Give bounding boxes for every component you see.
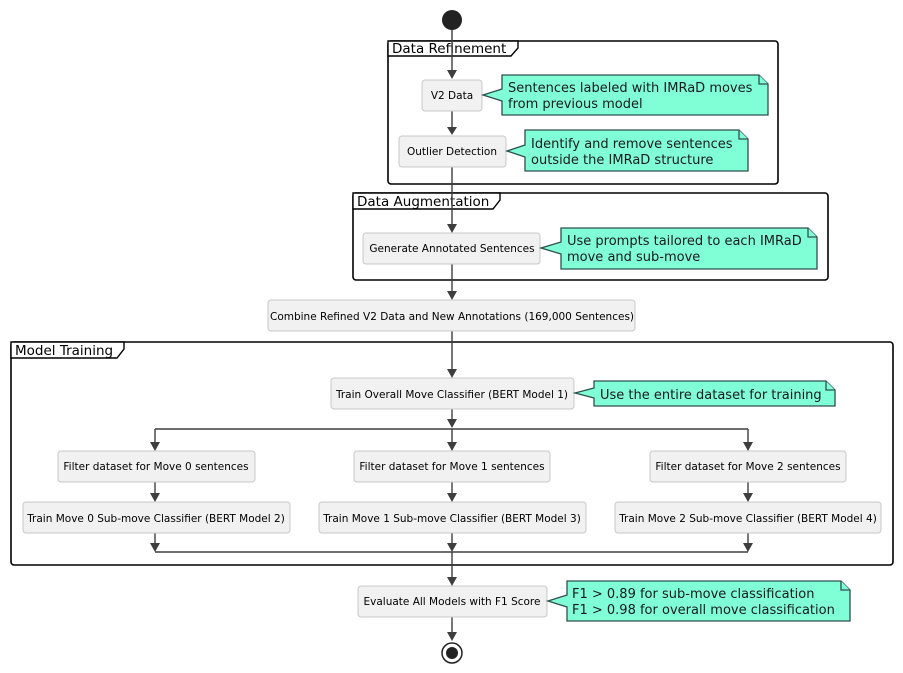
frame-data-refinement: Data Refinement [387,40,779,185]
frame-title-augmentation: Data Augmentation [357,194,489,210]
start-node [442,10,462,30]
activity-train-overall: Train Overall Move Classifier (BERT Mode… [330,377,575,410]
flow-edges [150,30,753,641]
frame-title-training: Model Training [15,343,113,359]
activity-train-move1: Train Move 1 Sub-move Classifier (BERT M… [318,501,587,534]
note-outlier: Identify and remove sentences outside th… [504,129,749,172]
activity-label: Train Move 0 Sub-move Classifier (BERT M… [26,513,285,525]
note-line: from previous model [508,97,643,112]
activity-label: Train Overall Move Classifier (BERT Mode… [335,389,568,401]
activity-filter-move2: Filter dataset for Move 2 sentences [649,450,847,483]
activity-label: Filter dataset for Move 0 sentences [63,461,248,473]
frame-title-refinement: Data Refinement [392,41,506,57]
activity-label: Generate Annotated Sentences [369,243,534,255]
note-line: outside the IMRaD structure [531,153,713,168]
activity-outlier-detection: Outlier Detection [398,135,507,168]
activity-generate-annotated: Generate Annotated Sentences [362,232,541,265]
activity-filter-move1: Filter dataset for Move 1 sentences [353,450,551,483]
activity-combine: Combine Refined V2 Data and New Annotati… [267,299,636,332]
activity-label: Combine Refined V2 Data and New Annotati… [270,311,634,323]
note-line: F1 > 0.89 for sub-move classification [572,587,814,602]
activity-evaluate: Evaluate All Models with F1 Score [357,585,548,618]
note-line: Use the entire dataset for training [600,388,822,403]
note-line: Sentences labeled with IMRaD moves [508,81,753,96]
activity-train-move2: Train Move 2 Sub-move Classifier (BERT M… [614,501,882,534]
activity-filter-move0: Filter dataset for Move 0 sentences [57,450,256,483]
note-v2-data: Sentences labeled with IMRaD moves from … [480,74,769,116]
activity-label: Evaluate All Models with F1 Score [364,596,541,608]
end-node [441,642,463,664]
activity-train-move0: Train Move 0 Sub-move Classifier (BERT M… [22,501,291,534]
note-line: Identify and remove sentences [531,137,733,152]
activity-label: Filter dataset for Move 1 sentences [359,461,544,473]
activity-label: Train Move 2 Sub-move Classifier (BERT M… [618,513,877,525]
frame-data-augmentation: Data Augmentation [352,192,829,281]
note-line: move and sub-move [567,250,700,265]
note-line: Use prompts tailored to each IMRaD [567,234,802,249]
activity-label: V2 Data [431,90,473,102]
note-generate: Use prompts tailored to each IMRaD move … [538,227,818,270]
activity-v2-data: V2 Data [421,79,483,112]
note-evaluate: F1 > 0.89 for sub-move classification F1… [545,580,851,622]
note-train-overall: Use the entire dataset for training [572,380,836,407]
activity-label: Filter dataset for Move 2 sentences [655,461,840,473]
note-line: F1 > 0.98 for overall move classificatio… [572,603,835,618]
activity-label: Train Move 1 Sub-move Classifier (BERT M… [322,513,581,525]
activity-label: Outlier Detection [407,146,497,158]
